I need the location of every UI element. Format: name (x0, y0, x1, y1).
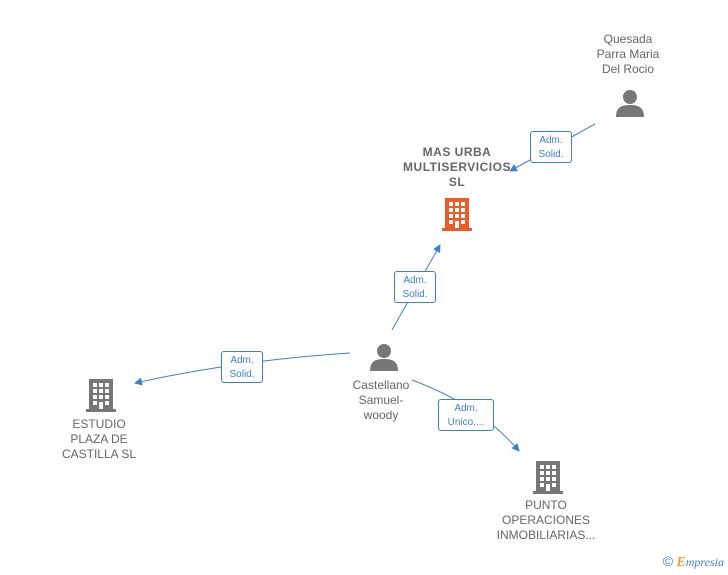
edge-label-center-to-bottom: Adm. Unico,... (438, 399, 494, 431)
person-icon[interactable] (368, 342, 400, 372)
brand-initial: E (676, 555, 686, 570)
edge-label-role-detail: Unico,... (447, 417, 485, 428)
building-icon[interactable] (85, 377, 117, 413)
company-bottom-label[interactable]: PUNTO OPERACIONES INMOBILIARIAS... (496, 498, 596, 542)
person-icon[interactable] (614, 88, 646, 118)
edge-label-top-to-main: Adm. Solid. (530, 131, 572, 163)
main-company-label[interactable]: MAS URBA MULTISERVICIOS SL (403, 145, 511, 189)
edge-label-role: Adm. (454, 403, 478, 414)
edge-label-role-detail: Solid. (229, 369, 255, 380)
copyright-symbol: © (662, 553, 674, 569)
edge-label-role-detail: Solid. (538, 149, 564, 160)
person-center-label[interactable]: Castellano Samuel- woody (352, 378, 410, 422)
edge-label-role-detail: Solid. (402, 289, 428, 300)
building-icon[interactable] (441, 196, 473, 232)
edge-label-role: Adm. (403, 275, 427, 286)
person-top-label[interactable]: Quesada Parra Maria Del Rocio (596, 32, 660, 76)
empresia-logo: © Empresia (663, 553, 724, 571)
edge-label-role: Adm. (230, 355, 254, 366)
building-icon[interactable] (532, 459, 564, 495)
brand-name: mpresia (685, 555, 724, 569)
company-left-label[interactable]: ESTUDIO PLAZA DE CASTILLA SL (61, 417, 137, 461)
edge-label-center-to-left: Adm. Solid. (221, 351, 263, 383)
edge-label-center-to-main: Adm. Solid. (394, 271, 436, 303)
edge-label-role: Adm. (539, 135, 563, 146)
